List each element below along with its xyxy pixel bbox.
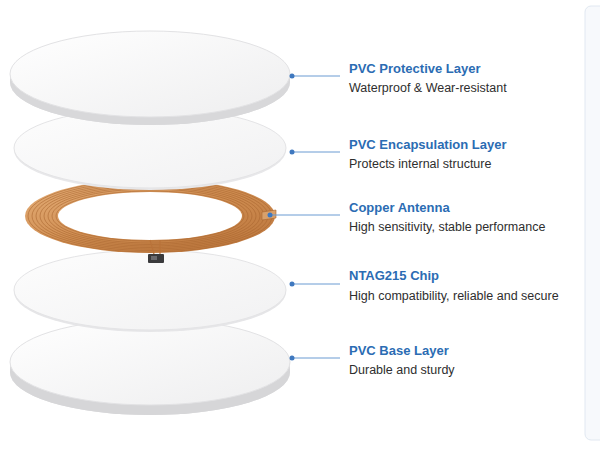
layer-name: NTAG215 Chip	[349, 268, 439, 283]
side-panel	[585, 6, 600, 440]
layer-note: Protects internal structure	[349, 157, 491, 171]
chip	[148, 254, 164, 263]
layer-note: High sensitivity, stable performance	[349, 220, 545, 234]
protective-layer-disc	[10, 31, 290, 125]
chip-layer-disc	[14, 250, 286, 332]
layer-name: PVC Base Layer	[349, 343, 449, 358]
layer-note: Durable and sturdy	[349, 363, 455, 377]
layer-name: PVC Encapsulation Layer	[349, 137, 507, 152]
layer-name: Copper Antenna	[349, 200, 450, 215]
layer-note: High compatibility, reliable and secure	[349, 289, 559, 303]
leader-dots	[268, 74, 295, 361]
leader-lines	[270, 76, 340, 358]
copper-antenna	[25, 179, 276, 263]
base-layer-disc	[10, 319, 290, 415]
layer-name: PVC Protective Layer	[349, 61, 481, 76]
layer-note: Waterproof & Wear-resistant	[349, 81, 507, 95]
